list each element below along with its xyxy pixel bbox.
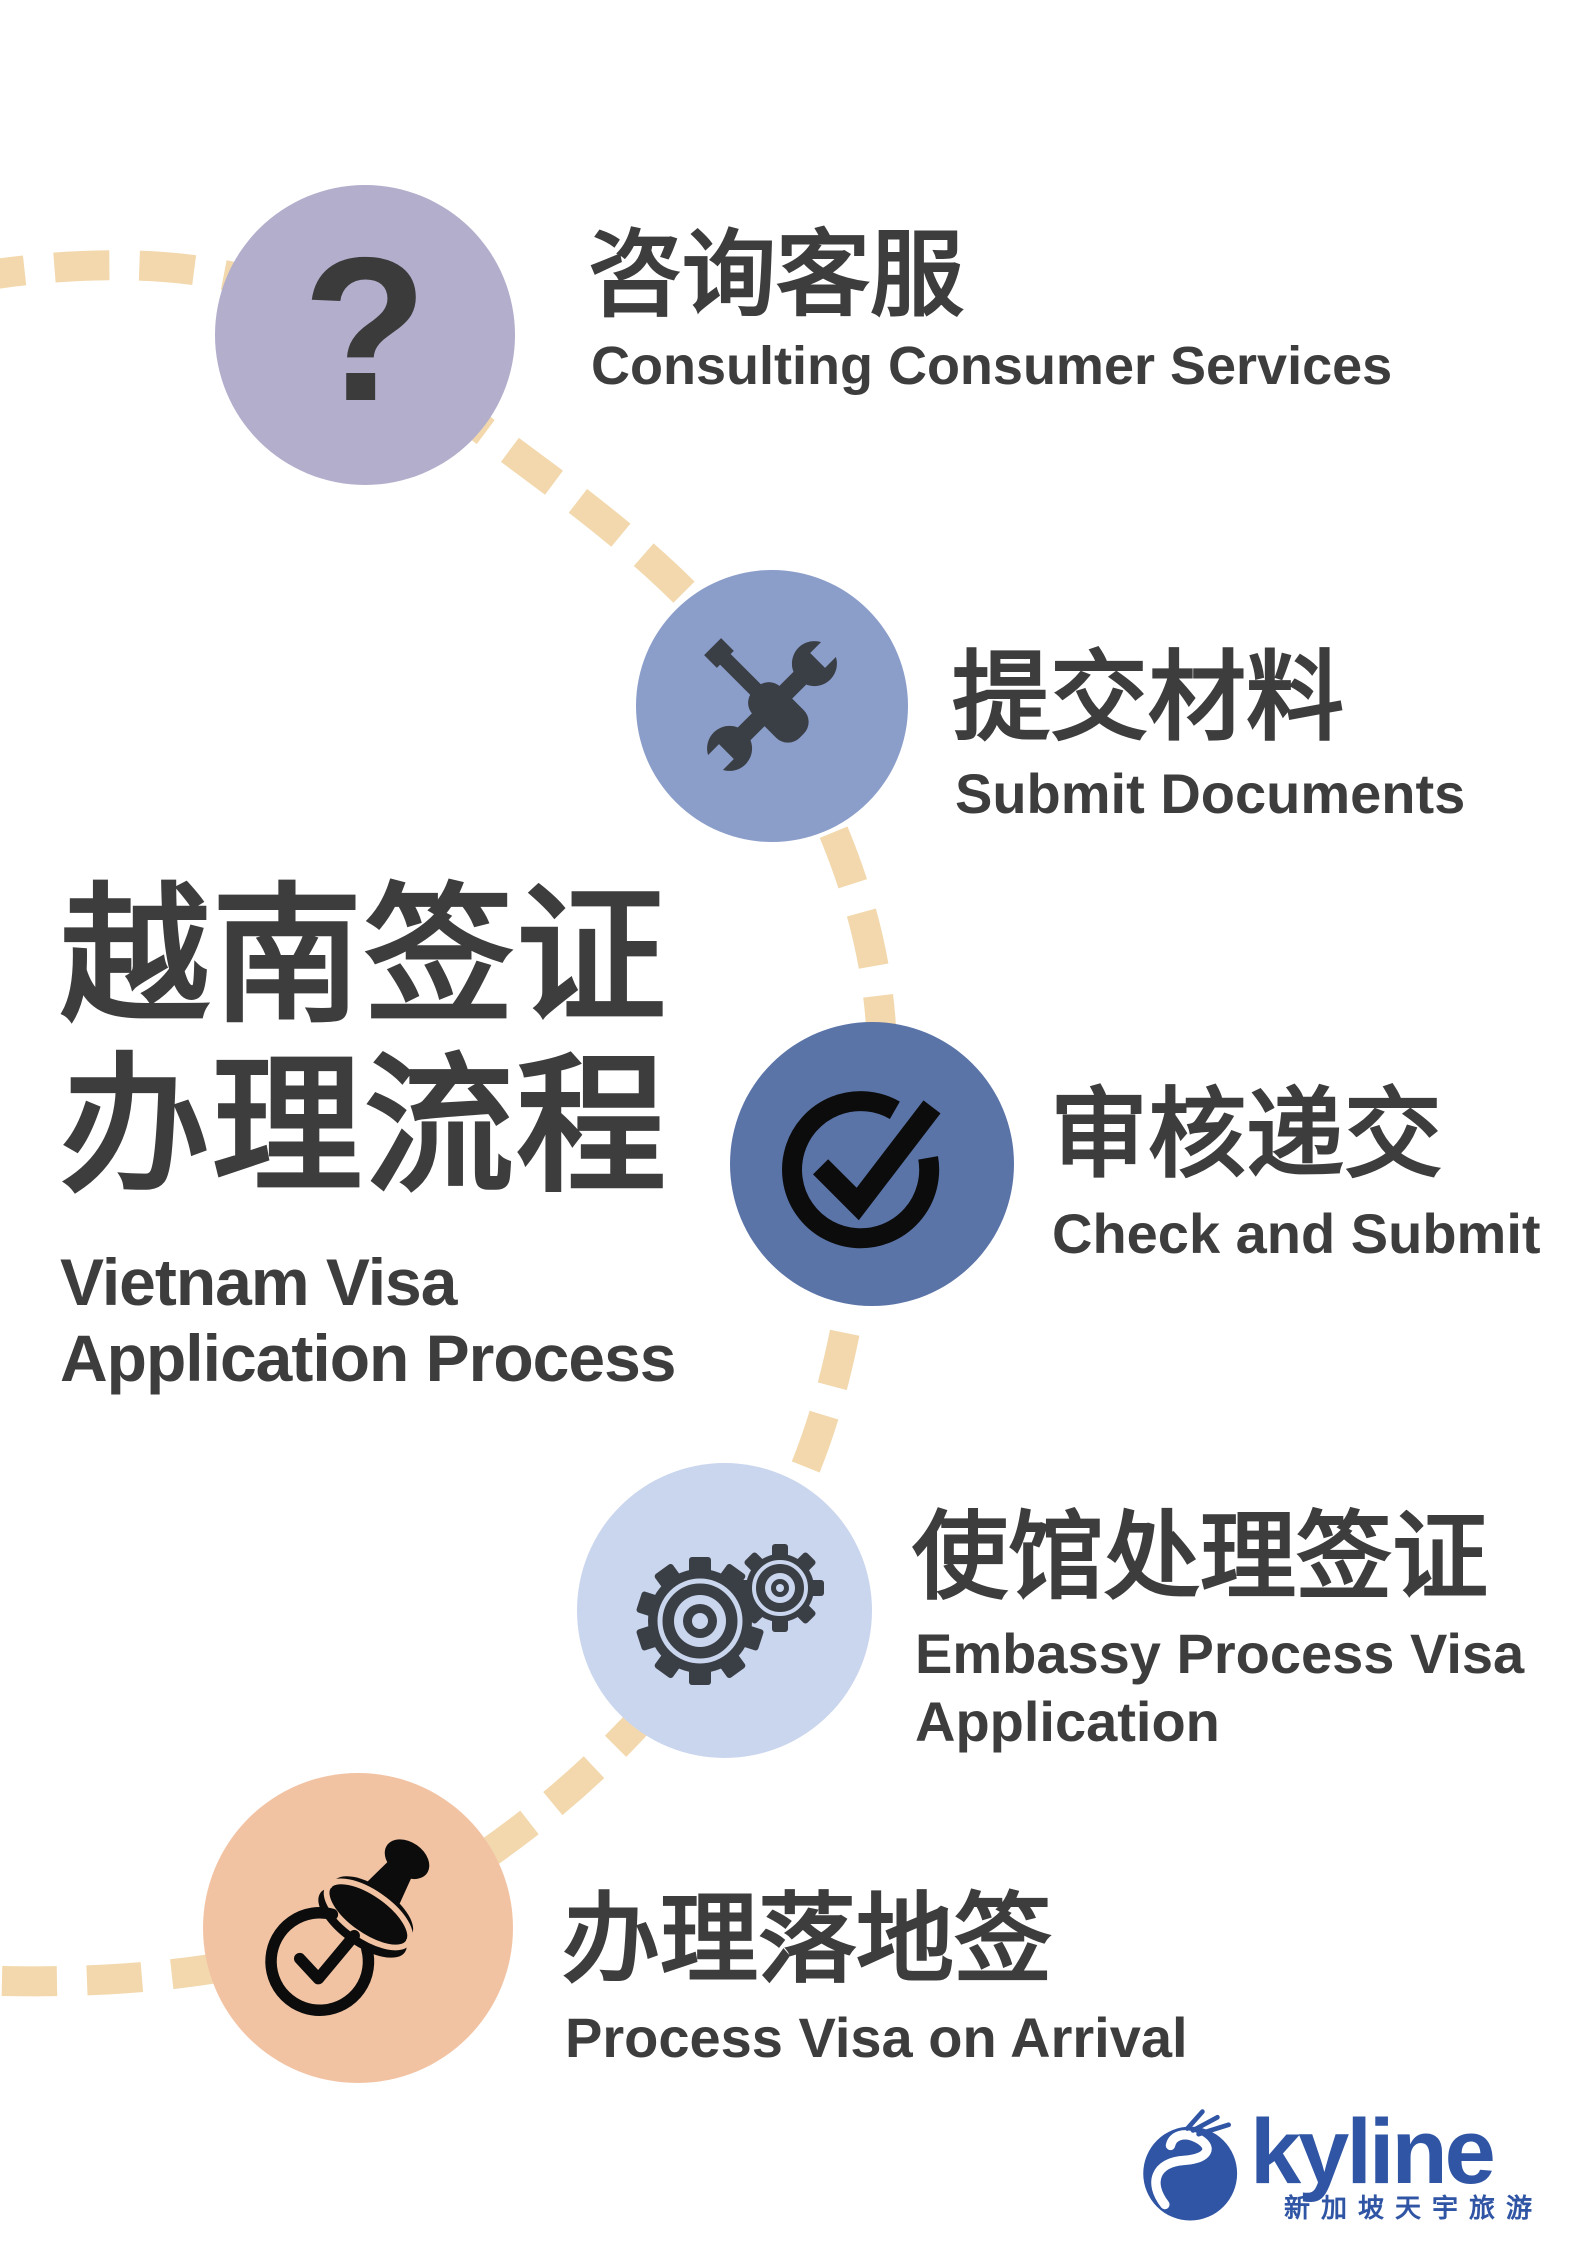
step1-title-zh: 咨询客服 <box>588 222 965 327</box>
step3-title-zh: 审核递交 <box>1050 1079 1443 1189</box>
step4-title-zh: 使馆处理签证 <box>912 1504 1488 1611</box>
step4-title-en-line1: Embassy Process Visa <box>915 1622 1525 1685</box>
step1-title-en: Consulting Consumer Services <box>591 336 1393 396</box>
step5-title-en: Process Visa on Arrival <box>565 2006 1188 2069</box>
wrench-icon <box>700 634 844 778</box>
step5-title-zh: 办理落地签 <box>562 1884 1053 1994</box>
small-gear-icon <box>735 1543 824 1632</box>
poster-title-en-line2: Application Process <box>60 1320 677 1395</box>
skyline-logo: kyline 新加坡天宇旅游 <box>1130 2101 1544 2228</box>
poster-title-en-line1: Vietnam Visa <box>60 1245 457 1319</box>
logo-brand-text: kyline <box>1250 2101 1496 2203</box>
step5-circle <box>203 1773 513 2083</box>
step2-title-en: Submit Documents <box>955 762 1466 825</box>
check-circle-icon <box>782 1091 941 1249</box>
poster-title-zh-line2: 办理流程 <box>60 1041 669 1210</box>
step2-title-zh: 提交材料 <box>952 642 1345 752</box>
step3-title-en: Check and Submit <box>1052 1202 1541 1265</box>
poster-title-zh: 越南签证 办理流程 <box>60 872 676 1211</box>
step1-circle: ? <box>215 185 515 485</box>
step4-title-en: Embassy Process Visa Application <box>915 1620 1555 1757</box>
step3-circle <box>730 1022 1014 1306</box>
step4-title-en-line2: Application <box>915 1690 1220 1754</box>
step2-circle <box>636 570 908 842</box>
big-gear-icon <box>636 1556 763 1685</box>
logo-text: kyline 新加坡天宇旅游 <box>1250 2101 1544 2225</box>
step4-circle <box>577 1463 872 1758</box>
tools-icon <box>700 634 844 778</box>
stamp-icon <box>264 1838 429 2016</box>
poster-title: 越南签证 办理流程 Vietnam Visa Application Proce… <box>60 872 677 1397</box>
poster-title-zh-line1: 越南签证 <box>60 872 669 1040</box>
gears-icon <box>636 1543 824 1685</box>
question-mark-icon: ? <box>302 214 428 444</box>
poster-title-en: Vietnam Visa Application Process <box>60 1245 677 1397</box>
swan-logo-icon <box>1143 2109 1238 2221</box>
logo-subtitle: 新加坡天宇旅游 <box>1284 2192 1544 2223</box>
